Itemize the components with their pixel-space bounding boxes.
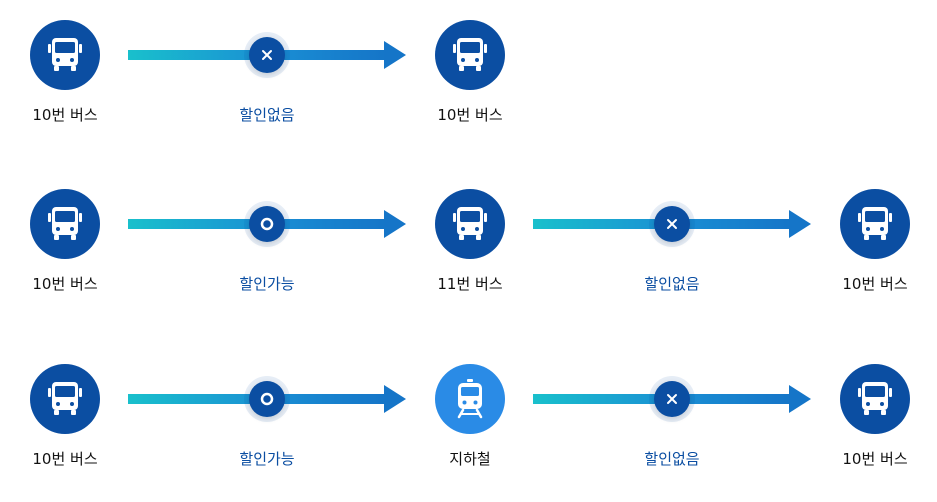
bus-icon bbox=[453, 207, 487, 240]
bus-icon bbox=[48, 38, 82, 71]
bus-node bbox=[435, 20, 505, 90]
x-icon bbox=[262, 50, 272, 60]
node-label: 10번 버스 bbox=[32, 106, 98, 124]
arrow-head bbox=[789, 210, 811, 238]
discount-status-label: 할인없음 bbox=[644, 275, 700, 293]
no-discount-badge bbox=[654, 206, 690, 242]
node-label: 지하철 bbox=[449, 450, 491, 468]
discount-status-label: 할인가능 bbox=[239, 450, 295, 468]
discount-status-label: 할인가능 bbox=[239, 275, 295, 293]
arrow-head bbox=[384, 210, 406, 238]
bus-node bbox=[30, 189, 100, 259]
subway-node bbox=[435, 364, 505, 434]
discount-status-label: 할인없음 bbox=[644, 450, 700, 468]
bus-node bbox=[840, 189, 910, 259]
circle-icon bbox=[260, 217, 274, 231]
transfer-row-2: 10번 버스 할인가능 11번 버스 할인없음 bbox=[0, 189, 937, 309]
arrow-head bbox=[384, 385, 406, 413]
no-discount-badge bbox=[654, 381, 690, 417]
node-label: 10번 버스 bbox=[842, 275, 908, 293]
node-label: 11번 버스 bbox=[437, 275, 503, 293]
node-label: 10번 버스 bbox=[842, 450, 908, 468]
bus-node bbox=[30, 364, 100, 434]
bus-icon bbox=[453, 38, 487, 71]
subway-icon bbox=[457, 379, 483, 419]
transfer-row-3: 10번 버스 할인가능 지하철 할인없음 bbox=[0, 364, 937, 484]
bus-icon bbox=[858, 207, 892, 240]
node-label: 10번 버스 bbox=[32, 275, 98, 293]
bus-node bbox=[435, 189, 505, 259]
node-label: 10번 버스 bbox=[437, 106, 503, 124]
bus-icon bbox=[48, 207, 82, 240]
discount-available-badge bbox=[249, 381, 285, 417]
bus-node bbox=[30, 20, 100, 90]
no-discount-badge bbox=[249, 37, 285, 73]
arrow-head bbox=[384, 41, 406, 69]
node-label: 10번 버스 bbox=[32, 450, 98, 468]
discount-status-label: 할인없음 bbox=[239, 106, 295, 124]
bus-node bbox=[840, 364, 910, 434]
x-icon bbox=[667, 219, 677, 229]
arrow-head bbox=[789, 385, 811, 413]
x-icon bbox=[667, 394, 677, 404]
bus-icon bbox=[858, 382, 892, 415]
bus-icon bbox=[48, 382, 82, 415]
discount-available-badge bbox=[249, 206, 285, 242]
transfer-row-1: 10번 버스 할인없음 10번 버스 bbox=[0, 20, 937, 140]
circle-icon bbox=[260, 392, 274, 406]
